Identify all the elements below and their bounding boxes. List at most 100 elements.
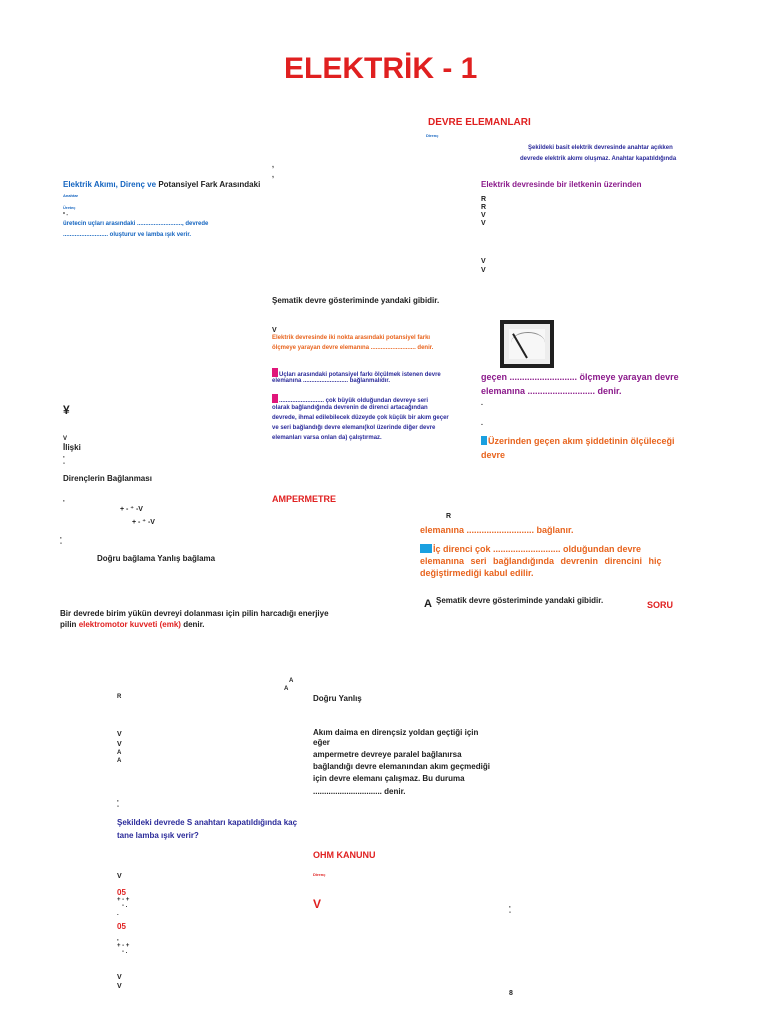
cok-line-2: olarak bağlandığında devrenin de direnci… <box>272 405 428 411</box>
dogru-yanlis-baglama: Doğru bağlama Yanlış bağlama <box>97 554 216 563</box>
uzerinden-line-1: Üzerinden geçen akım şiddetinin ölçülece… <box>481 436 675 447</box>
cyan-marker <box>420 544 432 553</box>
dot: , <box>63 453 65 459</box>
ampermetre-heading: AMPERMETRE <box>272 494 337 504</box>
uclari-line-2: elemanına ........................... ba… <box>272 378 391 384</box>
dot: , <box>63 497 65 503</box>
emk-line-1: Bir devrede birim yükün devreyi dolanmas… <box>60 609 329 618</box>
small-stars: * - <box>63 212 68 218</box>
label-v: V <box>481 267 486 274</box>
akim-line-6: ............................... denir. <box>313 787 406 796</box>
cok-line-1: ........................... çok büyük ol… <box>272 394 428 406</box>
label-v: V <box>117 873 122 880</box>
number-05: 05 <box>117 922 126 931</box>
circuit-symbol: + - ⁺ -V <box>132 519 155 526</box>
circuit-symbol: - . <box>122 903 128 909</box>
label-r: R <box>481 204 487 211</box>
dot: , <box>117 936 119 942</box>
dot: , <box>117 797 119 803</box>
dot: , <box>509 903 511 909</box>
gecen-line-2: elemanına ........................... de… <box>481 386 622 396</box>
dot: . <box>117 911 119 917</box>
label-r: R <box>446 513 452 520</box>
label-v: V <box>117 741 122 748</box>
dot: , <box>60 534 62 540</box>
devre-elemanlari-heading: DEVRE ELEMANLARI <box>428 117 531 128</box>
a-mark: A <box>117 758 122 764</box>
circuit-symbol: + - ⁺ -V <box>120 506 143 513</box>
small-label-direnc: Direnç <box>313 872 326 877</box>
dot: - <box>117 804 119 810</box>
label-v: V <box>117 731 122 738</box>
uretec-line-2: ........................... oluşturur ve… <box>63 232 192 238</box>
ic-direnc-line-1: İç direnci çok .........................… <box>420 544 641 555</box>
pink-marker <box>272 394 278 403</box>
dot: - <box>60 541 62 547</box>
gecen-line-1: geçen ........................... ölçmey… <box>481 372 679 382</box>
label-v: V <box>117 974 122 981</box>
intro-line-2: devrede elektrik akımı oluşmaz. Anahtar … <box>520 156 677 162</box>
a-mark: A <box>289 678 294 684</box>
page-title: ELEKTRİK - 1 <box>284 52 478 85</box>
iletken-text: Elektrik devresinde bir iletkenin üzerin… <box>481 180 642 189</box>
ohm-kanunu-heading: OHM KANUNU <box>313 850 376 860</box>
circuit-symbol: + - + <box>117 897 130 903</box>
label-v: V <box>481 258 486 265</box>
dot: , <box>272 162 274 169</box>
direncler-heading: Dirençlerin Bağlanması <box>63 474 152 483</box>
a-mark: A <box>424 598 432 610</box>
pink-marker <box>272 368 278 377</box>
label-v: V <box>481 220 486 227</box>
small-label-anahtar: Anahtar <box>63 193 79 198</box>
a-mark: A <box>117 750 122 756</box>
dot: - <box>509 910 511 916</box>
pot-line-1: Elektrik devresinde iki nokta arasındaki… <box>272 335 431 341</box>
label-v: V <box>63 436 68 442</box>
soru-label: SORU <box>647 600 674 610</box>
soru-line-2: tane lamba ışık verir? <box>117 831 199 840</box>
akim-line-2: eğer <box>313 738 330 747</box>
uzerinden-line-2: devre <box>481 450 506 460</box>
ic-direnc-line-2: elemanına seri bağlandığında devrenin di… <box>420 556 662 566</box>
intro-line-1: Şekildeki basit elektrik devresinde anah… <box>528 145 673 151</box>
circuit-symbol: - . <box>122 949 128 955</box>
label-v-large: V <box>313 897 322 911</box>
cok-line-5: elemanları varsa onlan da) çalıştırmaz. <box>272 435 382 441</box>
akim-line-4: bağlandığı devre elemanından akım geçmed… <box>313 762 490 771</box>
cyan-marker <box>481 436 487 445</box>
soru-line-1: Şekildeki devrede S anahtarı kapatıldığı… <box>117 818 298 827</box>
pot-line-2: ölçmeye yarayan devre elemanına ........… <box>272 345 434 351</box>
yen-symbol: ¥ <box>63 403 70 417</box>
dot: . <box>481 420 483 427</box>
a-mark: A <box>284 686 289 692</box>
label-v: V <box>117 983 122 990</box>
akim-line-1: Akım daima en dirençsiz yoldan geçtiği i… <box>313 728 479 737</box>
number-05: 05 <box>117 888 126 897</box>
voltmeter-image <box>500 320 554 368</box>
label-v: V <box>481 212 486 219</box>
elektrik-akimi-heading: Elektrik Akımı, Direnç ve Potansiyel Far… <box>63 180 261 189</box>
ic-direnc-line-3: değiştirmediği kabul edilir. <box>420 568 534 578</box>
uclari-line-1: Uçları arasındaki potansiyel farkı ölçül… <box>272 368 441 380</box>
label-v: V <box>272 327 277 334</box>
dot: . <box>481 400 483 407</box>
elemanina-text: elemanına ........................... ba… <box>420 525 574 535</box>
iliski-label: İlişki <box>63 443 81 452</box>
akim-line-3: ampermetre devreye paralel bağlanırsa <box>313 750 462 759</box>
sematik-right: Şematik devre gösteriminde yandaki gibid… <box>436 596 604 605</box>
dot: - <box>63 461 65 467</box>
cok-line-4: ve seri bağlandığı devre elemanı(kol üze… <box>272 425 436 431</box>
label-r: R <box>481 196 487 203</box>
emk-line-2: pilin elektromotor kuvveti (emk) denir. <box>60 620 205 629</box>
cok-line-3: devrede, ihmal edilebilecek düzeyde çok … <box>272 415 449 421</box>
uretec-line-1: üretecin uçları arasındaki .............… <box>63 221 209 227</box>
dogru-yanlis-lower: Doğru Yanlış <box>313 694 362 703</box>
label-r: R <box>117 694 122 700</box>
dot: , <box>272 172 274 179</box>
sematik-mid: Şematik devre gösteriminde yandaki gibid… <box>272 296 440 305</box>
small-label-direnc: Direnç <box>426 133 439 138</box>
small-label-uretec: Üreteç <box>63 205 76 210</box>
circuit-symbol: + - + <box>117 943 130 949</box>
akim-line-5: için devre elemanı çalışmaz. Bu duruma <box>313 774 465 783</box>
page-number: 8 <box>509 990 513 997</box>
